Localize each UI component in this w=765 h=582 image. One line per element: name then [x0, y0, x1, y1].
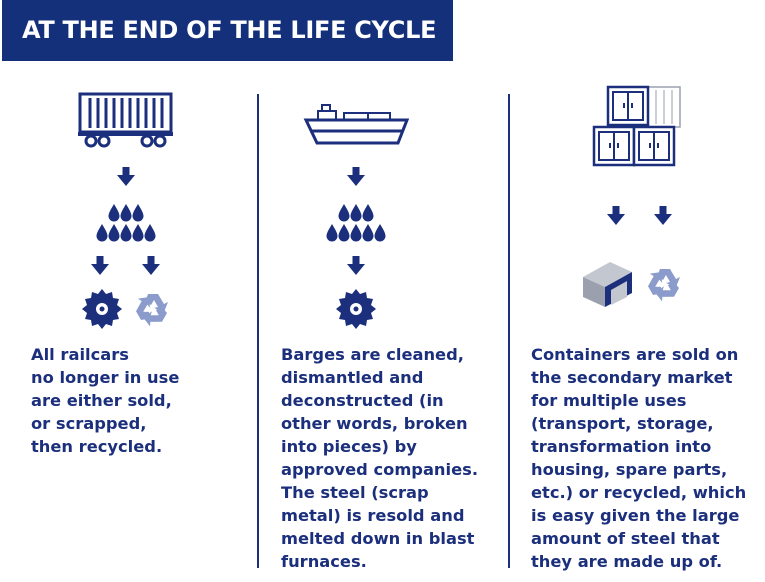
arrow-down-icon	[347, 256, 365, 275]
text-line: into pieces) by	[281, 437, 417, 456]
text-line: then recycled.	[31, 437, 163, 456]
railcar-icon	[78, 92, 173, 148]
text-line: approved companies.	[281, 460, 479, 479]
text-line: other words, broken	[281, 414, 468, 433]
arrow-down-icon	[607, 206, 625, 225]
barge-icon	[303, 104, 410, 145]
text-line: melted down in blast	[281, 529, 475, 548]
text-line: housing, spare parts,	[531, 460, 728, 479]
text-line: are either sold,	[31, 391, 172, 410]
column-divider	[257, 94, 259, 568]
containers-stack-icon	[592, 85, 681, 167]
header-banner: AT THE END OF THE LIFE CYCLE	[2, 0, 453, 61]
text-line: no longer in use	[31, 368, 180, 387]
text-line: they are made up of.	[531, 552, 723, 571]
recycle-icon	[131, 293, 169, 331]
text-line: The steel (scrap	[281, 483, 429, 502]
text-line: etc.) or recycled, which	[531, 483, 747, 502]
text-line: metal) is resold and	[281, 506, 465, 525]
recycle-icon	[643, 268, 681, 306]
text-line: (transport, storage,	[531, 414, 714, 433]
arrow-down-icon	[91, 256, 109, 275]
arrow-down-icon	[347, 167, 365, 186]
text-line: Containers are sold on	[531, 345, 739, 364]
text-line: amount of steel that	[531, 529, 720, 548]
page-title: AT THE END OF THE LIFE CYCLE	[22, 16, 437, 44]
barges-description: Barges are cleaned, dismantled and decon…	[281, 343, 478, 573]
text-line: for multiple uses	[531, 391, 687, 410]
saw-blade-icon	[336, 289, 376, 329]
arrow-down-icon	[142, 256, 160, 275]
text-line: dismantled and	[281, 368, 424, 387]
text-line: is easy given the large	[531, 506, 740, 525]
saw-blade-icon	[82, 289, 122, 329]
storage-shed-icon	[583, 262, 632, 307]
railcars-description: All railcars no longer in use are either…	[31, 343, 179, 458]
text-line: All railcars	[31, 345, 129, 364]
arrow-down-icon	[654, 206, 672, 225]
text-line: the secondary market	[531, 368, 733, 387]
icons-layer	[78, 85, 681, 331]
water-drops-icon	[327, 204, 386, 242]
text-line: deconstructed (in	[281, 391, 444, 410]
containers-description: Containers are sold on the secondary mar…	[531, 343, 746, 573]
arrow-down-icon	[117, 167, 135, 186]
text-line: or scrapped,	[31, 414, 147, 433]
text-line: furnaces.	[281, 552, 367, 571]
column-divider	[508, 94, 510, 568]
text-line: Barges are cleaned,	[281, 345, 464, 364]
text-line: transformation into	[531, 437, 712, 456]
water-drops-icon	[97, 204, 156, 242]
